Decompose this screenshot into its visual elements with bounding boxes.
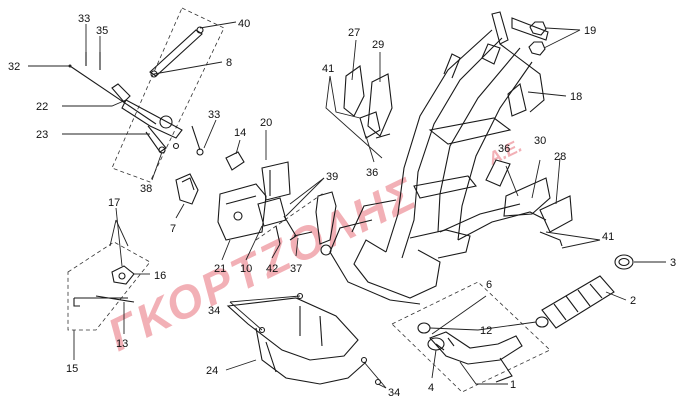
callout-10: 10 xyxy=(240,263,252,275)
callout-6: 6 xyxy=(486,279,492,291)
callout-39: 39 xyxy=(326,171,338,183)
callout-40: 40 xyxy=(238,18,250,30)
callout-30: 30 xyxy=(534,135,546,147)
callout-20: 20 xyxy=(260,117,272,129)
group-line-39 xyxy=(255,191,326,241)
intake-ducts xyxy=(417,254,634,383)
callout-18: 18 xyxy=(570,91,582,103)
callout-41-b: 41 xyxy=(602,231,614,243)
callout-13: 13 xyxy=(116,338,128,350)
callout-23: 23 xyxy=(36,129,48,141)
callout-3: 3 xyxy=(670,257,676,269)
callout-2: 2 xyxy=(630,295,636,307)
callout-38: 38 xyxy=(140,183,152,195)
callout-34: 34 xyxy=(208,305,220,317)
callout-7: 7 xyxy=(170,223,176,235)
callout-27: 27 xyxy=(348,27,360,39)
callout-16: 16 xyxy=(154,270,166,282)
callout-42: 42 xyxy=(266,263,278,275)
callout-labels: 33 35 32 22 23 38 40 8 33 14 20 7 17 16 … xyxy=(8,13,676,399)
group-box-intake xyxy=(391,281,551,393)
frame-bolts xyxy=(528,21,547,56)
callout-33: 33 xyxy=(78,13,90,25)
callout-34-b: 34 xyxy=(388,387,400,399)
callout-4: 4 xyxy=(428,382,434,394)
callout-29: 29 xyxy=(372,39,384,51)
engine-guard xyxy=(226,292,382,386)
callout-33-b: 33 xyxy=(208,109,220,121)
callout-35: 35 xyxy=(96,25,108,37)
callout-36-b: 36 xyxy=(498,143,510,155)
callout-19: 19 xyxy=(584,25,596,37)
left-center-parts xyxy=(175,151,313,245)
callout-37: 37 xyxy=(290,263,302,275)
latch-group xyxy=(73,265,135,307)
callout-24: 24 xyxy=(206,365,218,377)
callout-28: 28 xyxy=(554,151,566,163)
group-box-latch xyxy=(67,241,151,331)
main-frame xyxy=(315,11,549,305)
callout-32: 32 xyxy=(8,61,20,73)
callout-17: 17 xyxy=(108,197,120,209)
rear-brackets xyxy=(343,65,393,139)
callout-36: 36 xyxy=(366,167,378,179)
callout-8: 8 xyxy=(226,57,232,69)
callout-12: 12 xyxy=(480,325,492,337)
callout-15: 15 xyxy=(66,363,78,375)
steering-assembly xyxy=(69,26,204,156)
callout-1: 1 xyxy=(510,379,516,391)
group-box-steering xyxy=(111,7,225,183)
callout-14: 14 xyxy=(234,127,246,139)
leader-lines xyxy=(28,21,666,389)
callout-22: 22 xyxy=(36,101,48,113)
floor-brackets xyxy=(503,177,573,247)
callout-21: 21 xyxy=(214,263,226,275)
callout-41: 41 xyxy=(322,63,334,75)
